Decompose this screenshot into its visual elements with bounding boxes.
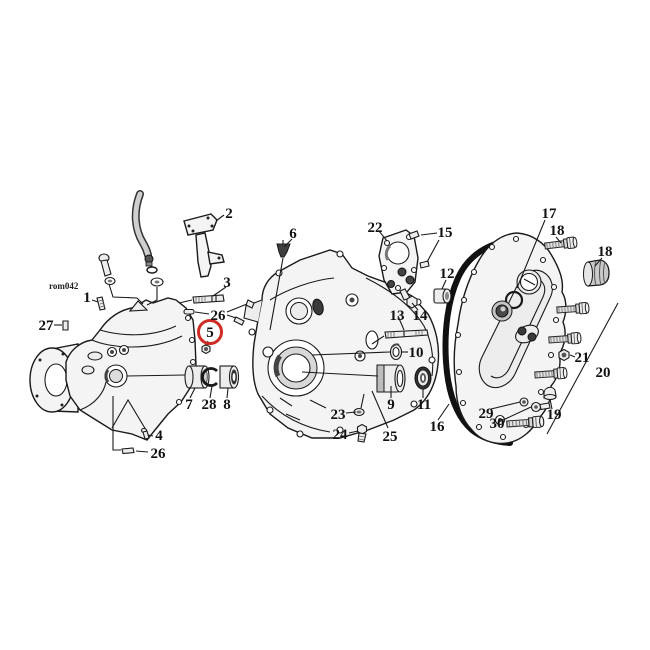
part-4-screw <box>140 427 150 440</box>
part-14-bolt <box>399 288 418 309</box>
part-28-retaining-ring <box>201 367 218 387</box>
callout-23: 23 <box>331 407 346 423</box>
callout-2: 2 <box>225 206 233 222</box>
callout-12: 12 <box>440 266 455 282</box>
callout-1: 1 <box>83 290 91 306</box>
callout-22: 22 <box>368 220 383 236</box>
part-8-bearing <box>219 365 240 389</box>
part-24-drain-plug <box>356 423 368 443</box>
callout-20: 20 <box>596 365 611 381</box>
callout-13: 13 <box>390 308 405 324</box>
callout-21: 21 <box>575 350 590 366</box>
callout-14: 14 <box>413 308 429 324</box>
callout-16: 16 <box>430 419 446 435</box>
callout-3: 3 <box>223 275 231 291</box>
part-9-bushing <box>376 364 406 393</box>
part-15-dowel-pins <box>408 230 430 269</box>
hose-fitting <box>144 254 164 287</box>
leader-lines <box>54 214 619 453</box>
part-17-primary-cover <box>453 232 567 445</box>
callout-29: 29 <box>479 406 494 422</box>
callout-25: 25 <box>383 429 398 445</box>
part-13-stud <box>384 329 429 339</box>
callout-19: 19 <box>547 407 562 423</box>
callout-28: 28 <box>202 397 217 413</box>
left-crankcase-half <box>29 297 197 441</box>
part-5-nut <box>201 343 211 355</box>
part-18-timing-plug <box>583 259 610 287</box>
callout-17: 17 <box>542 206 558 222</box>
callout-18a: 18 <box>550 223 565 239</box>
part-6-breather-fitting <box>276 240 291 258</box>
top-bolt-and-washer <box>98 253 116 286</box>
part-30-bolt <box>530 401 551 413</box>
callout-8: 8 <box>223 397 231 413</box>
callout-9: 9 <box>387 397 395 413</box>
part-26-pins <box>121 299 255 455</box>
callout-27: 27 <box>39 318 55 334</box>
callout-11: 11 <box>417 397 431 413</box>
callout-10: 10 <box>409 345 424 361</box>
callout-5: 5 <box>206 325 214 341</box>
callout-18b: 18 <box>598 244 613 260</box>
part-11-seal <box>414 366 432 390</box>
callout-30: 30 <box>490 416 505 432</box>
callout-24: 24 <box>333 427 349 443</box>
part-2-bracket <box>183 213 225 278</box>
part-10-washer <box>389 343 403 361</box>
callout-6: 6 <box>289 226 297 242</box>
part-22-plate <box>378 229 419 295</box>
part-12-bushing <box>433 288 452 304</box>
part-19-acorn-nut <box>543 386 557 401</box>
breather-hose <box>131 190 152 259</box>
vent-boss <box>128 300 149 312</box>
part-27-pin <box>62 320 69 331</box>
part-29-washer <box>519 397 529 407</box>
callout-15: 15 <box>438 225 453 241</box>
callout-26b: 26 <box>151 446 167 462</box>
callout-4: 4 <box>155 428 163 444</box>
highlight-circle-part-5 <box>197 319 223 345</box>
watermark-text: rom042 <box>49 281 79 291</box>
part-21-nut <box>558 348 570 362</box>
callout-7: 7 <box>185 397 193 413</box>
callout-26a: 26 <box>211 308 227 324</box>
part-3-stud <box>192 294 225 304</box>
part-1-stud <box>96 296 106 311</box>
